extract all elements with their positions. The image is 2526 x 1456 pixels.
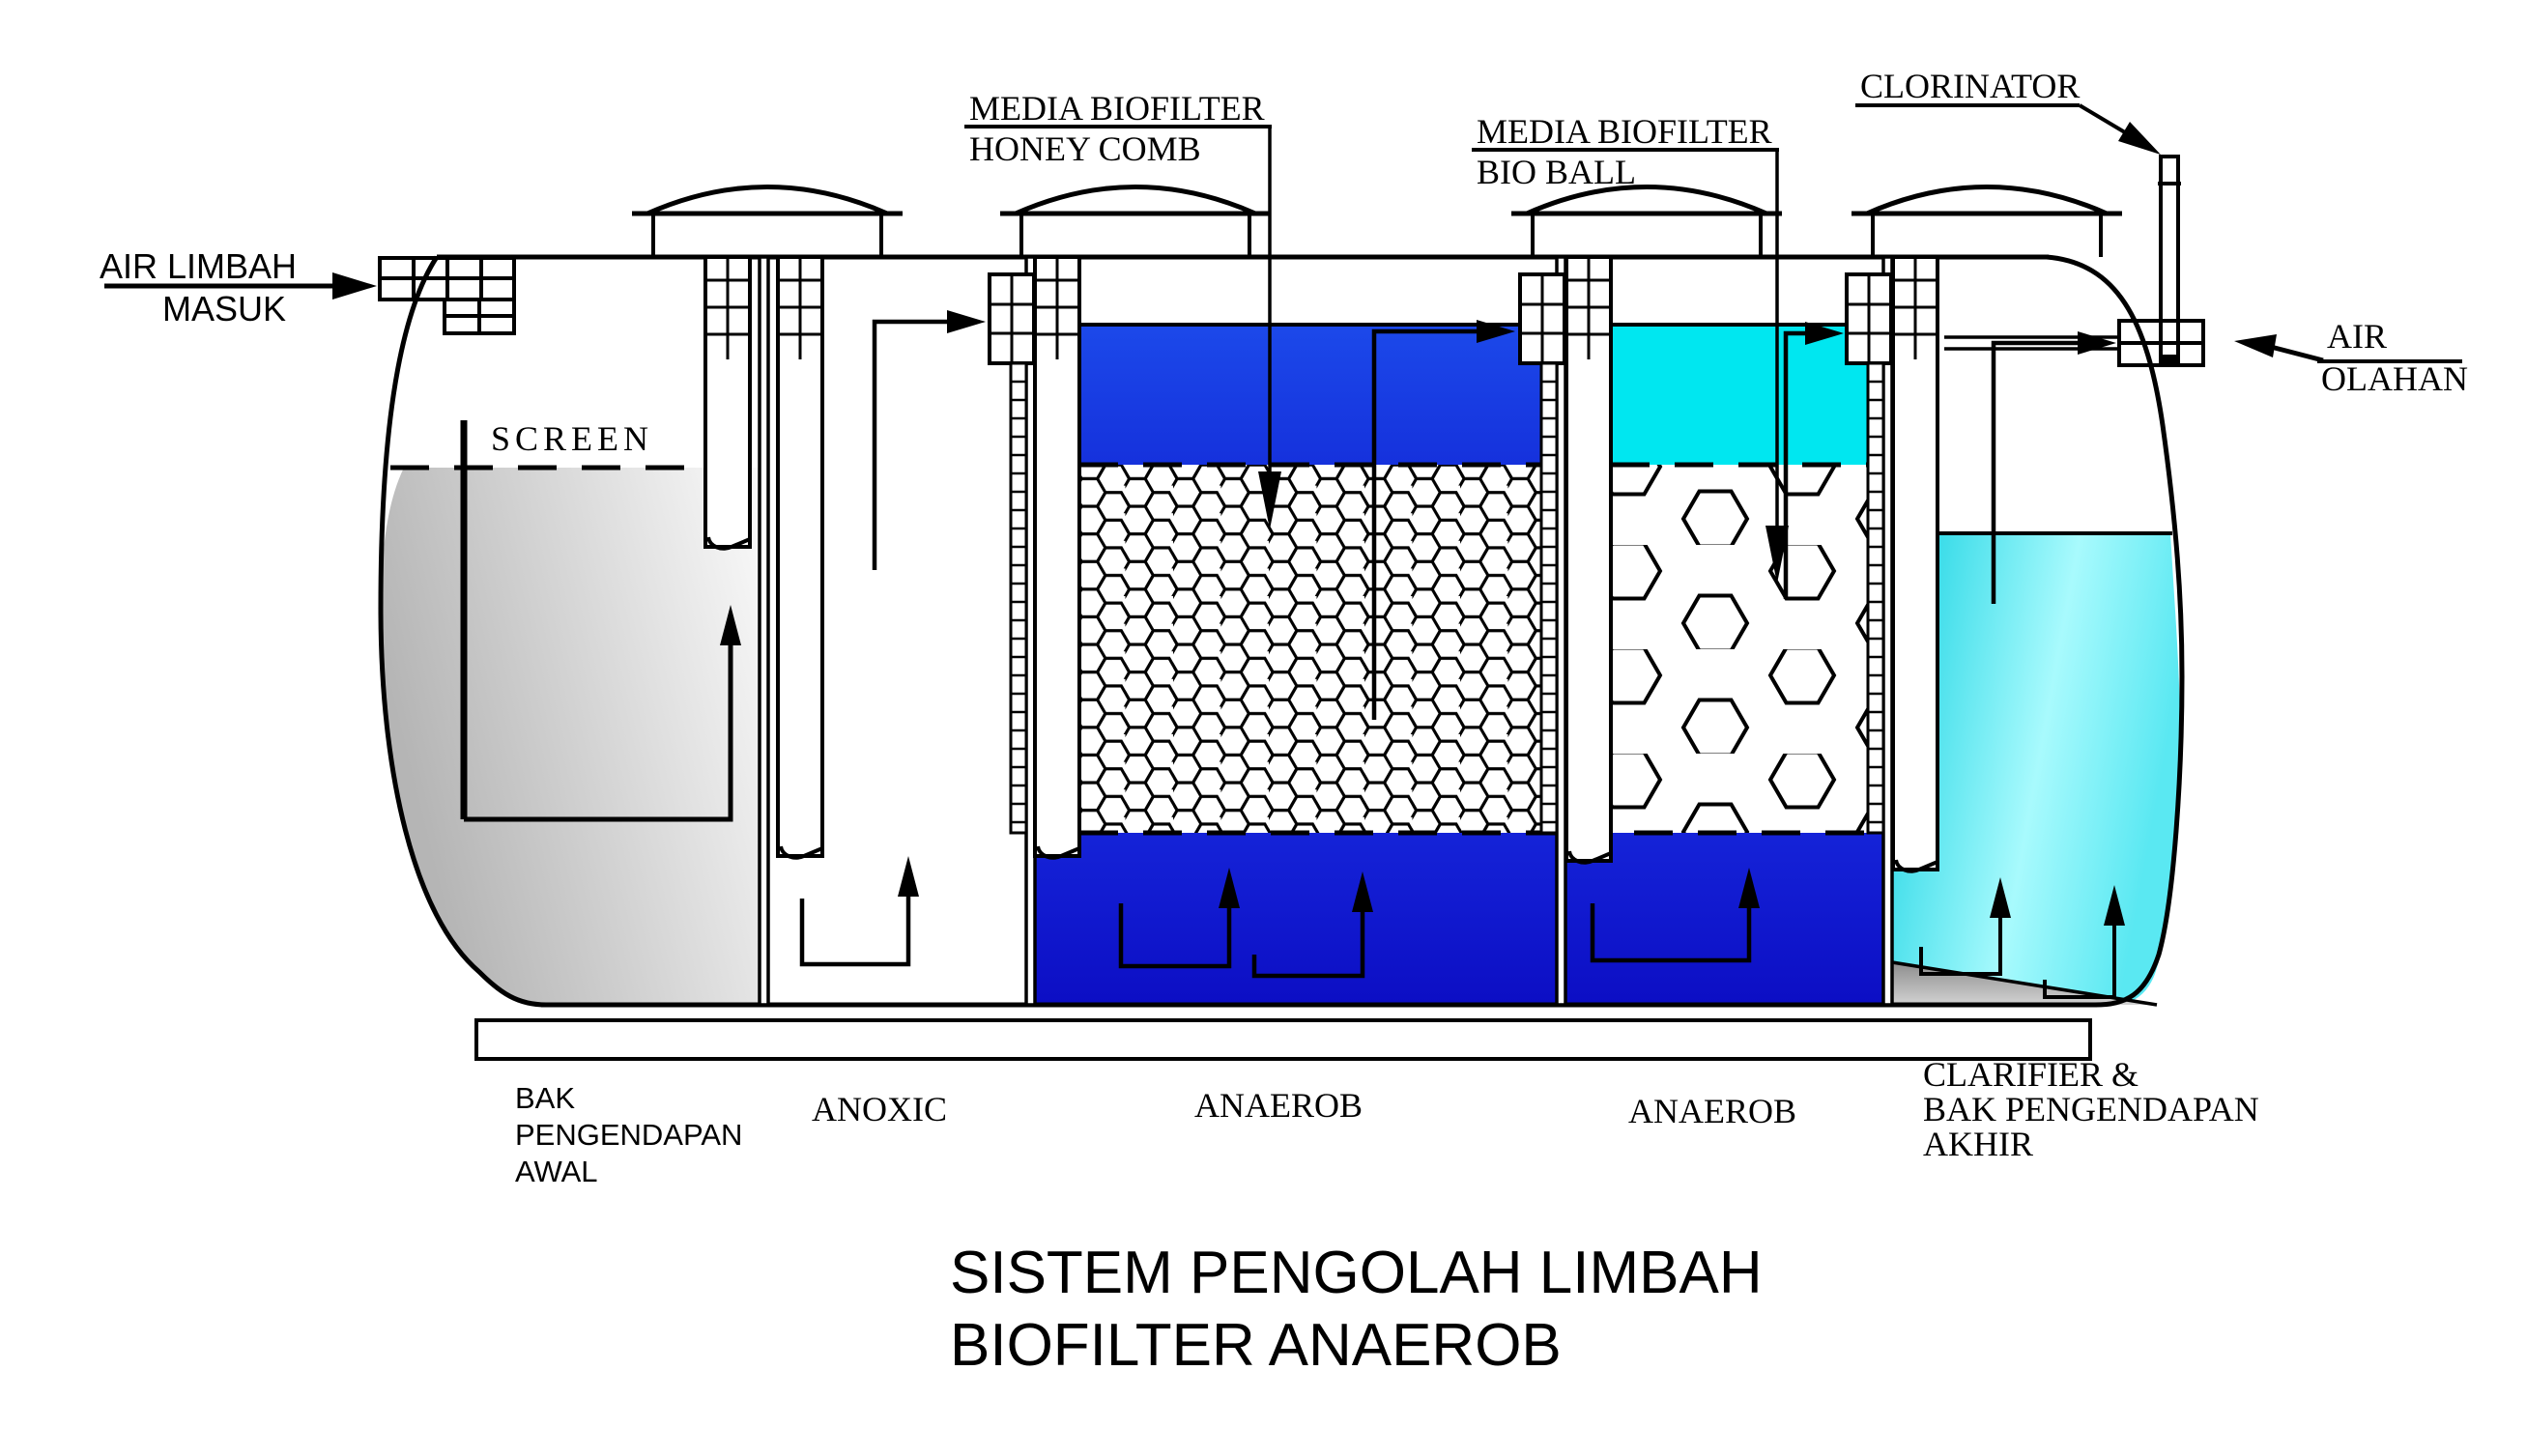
compartment1-label-line3: AWAL bbox=[515, 1155, 598, 1188]
diagram-title-line1: SISTEM PENGOLAH LIMBAH bbox=[950, 1240, 1763, 1306]
clarifier-up-flow-2 bbox=[2043, 885, 2125, 999]
outlet-label-line2: OLAHAN bbox=[2321, 359, 2468, 398]
media-bioball-line2: BIO BALL bbox=[1477, 153, 1636, 191]
anaerob1-up-flow-2 bbox=[1251, 871, 1373, 979]
wall-3 bbox=[1518, 255, 1613, 1007]
tank-base-pedestal bbox=[474, 1018, 2092, 1061]
clorinator-pipe bbox=[2159, 155, 2180, 323]
flow-arrows bbox=[104, 272, 2324, 999]
honeycomb-leader bbox=[964, 125, 1281, 529]
clorinator-feed-port bbox=[2159, 355, 2180, 367]
media-honeycomb-line1: MEDIA BIOFILTER bbox=[969, 89, 1265, 128]
outlet-label-line1: AIR bbox=[2327, 317, 2387, 356]
outlet-flow-arrow bbox=[2234, 334, 2324, 363]
wall-1 bbox=[703, 255, 824, 1007]
anoxic-up-flow bbox=[799, 856, 919, 967]
anaerob2-label: ANAEROB bbox=[1628, 1092, 1796, 1130]
leader-lines bbox=[104, 103, 2462, 584]
compartment1-label-line1: BAK bbox=[515, 1081, 575, 1115]
media-bioball-line1: MEDIA BIOFILTER bbox=[1477, 112, 1772, 151]
clarifier-label-line2: BAK PENGENDAPAN bbox=[1923, 1090, 2259, 1128]
manhole-dome-4 bbox=[1851, 185, 2122, 257]
inlet-label-line1: AIR LIMBAH bbox=[100, 246, 297, 286]
anaerob1-to-anaerob2-arrow bbox=[1371, 320, 1515, 720]
manhole-dome-1 bbox=[632, 185, 903, 257]
clarifier-water bbox=[1892, 533, 2180, 1005]
manhole-dome-3 bbox=[1511, 185, 1782, 257]
clarifier-up-flow-1 bbox=[1919, 877, 2011, 976]
tank-right-shell bbox=[2046, 254, 2185, 1008]
screen-label: SCREEN bbox=[491, 419, 653, 458]
anaerob2-to-clarifier-arrow bbox=[1783, 322, 1844, 599]
anaerob2-up-flow bbox=[1590, 868, 1760, 963]
compartment1-label-line2: PENGENDAPAN bbox=[515, 1118, 742, 1152]
anaerob2-lower-water bbox=[1565, 833, 1883, 1005]
inlet-pipe-assembly bbox=[378, 256, 516, 335]
media-honeycomb-line2: HONEY COMB bbox=[969, 129, 1201, 168]
wall-4 bbox=[1845, 255, 1939, 1007]
anaerob1-up-flow-1 bbox=[1118, 868, 1240, 969]
clarifier-to-outlet-arrow bbox=[1991, 331, 2116, 604]
honeycomb-media-pattern bbox=[1079, 465, 1557, 833]
bioball-media-pattern bbox=[1611, 465, 1883, 833]
tank-left-shell bbox=[378, 255, 547, 1008]
inlet-label-line2: MASUK bbox=[162, 289, 286, 328]
clorinator-assembly bbox=[1944, 155, 2205, 367]
labels: AIR LIMBAH MASUK SCREEN MEDIA BIOFILTER … bbox=[100, 67, 2468, 1379]
bioball-leader bbox=[1472, 148, 1789, 584]
compartment1-up-flow bbox=[464, 605, 741, 822]
anaerob2-upper-water bbox=[1611, 325, 1883, 466]
manhole-domes bbox=[632, 185, 2122, 257]
manhole-dome-2 bbox=[1000, 185, 1271, 257]
clarifier-label-line3: AKHIR bbox=[1923, 1125, 2033, 1163]
anaerob1-lower-water bbox=[1035, 833, 1557, 1005]
diagram-title-line2: BIOFILTER ANAEROB bbox=[950, 1312, 1562, 1379]
primary-settling-water bbox=[381, 468, 760, 1003]
clarifier-label-line1: CLARIFIER & bbox=[1923, 1055, 2138, 1094]
clorinator-label: CLORINATOR bbox=[1860, 67, 2080, 105]
anoxic-to-anaerob1-arrow bbox=[872, 310, 986, 570]
anoxic-label: ANOXIC bbox=[812, 1090, 947, 1128]
compartment-walls bbox=[703, 255, 1939, 1007]
anaerob1-upper-water bbox=[1079, 325, 1557, 466]
clorinator-leader bbox=[1855, 103, 2161, 155]
anaerob1-label: ANAEROB bbox=[1194, 1086, 1363, 1125]
wall-2 bbox=[988, 255, 1081, 1007]
